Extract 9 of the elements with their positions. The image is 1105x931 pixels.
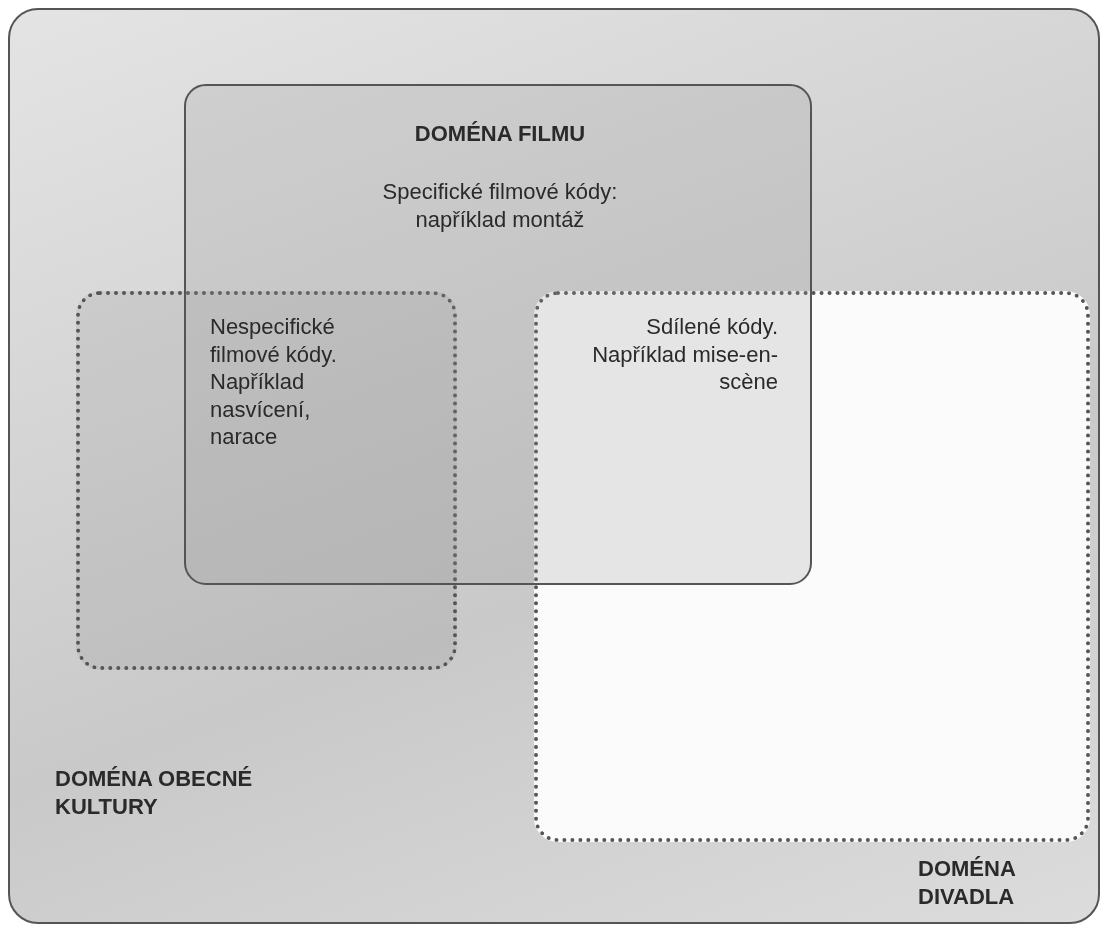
domain-description: Nespecifické filmové kódy. Například nasvícení, narace [210, 313, 338, 451]
domain-heading: DOMÉNA DIVADLA [918, 855, 1016, 910]
outer-domain-box [8, 8, 1100, 924]
film-domain-box [184, 84, 812, 585]
domain-description: Specifické filmové kódy: například montáž [381, 178, 619, 233]
domain-heading: DOMÉNA OBECNÉ KULTURY [55, 765, 254, 820]
domain-description: Sdílené kódy. Například mise-en-scène [591, 313, 778, 396]
domain-heading: DOMÉNA FILMU [413, 120, 587, 148]
dotted-region [76, 291, 457, 670]
